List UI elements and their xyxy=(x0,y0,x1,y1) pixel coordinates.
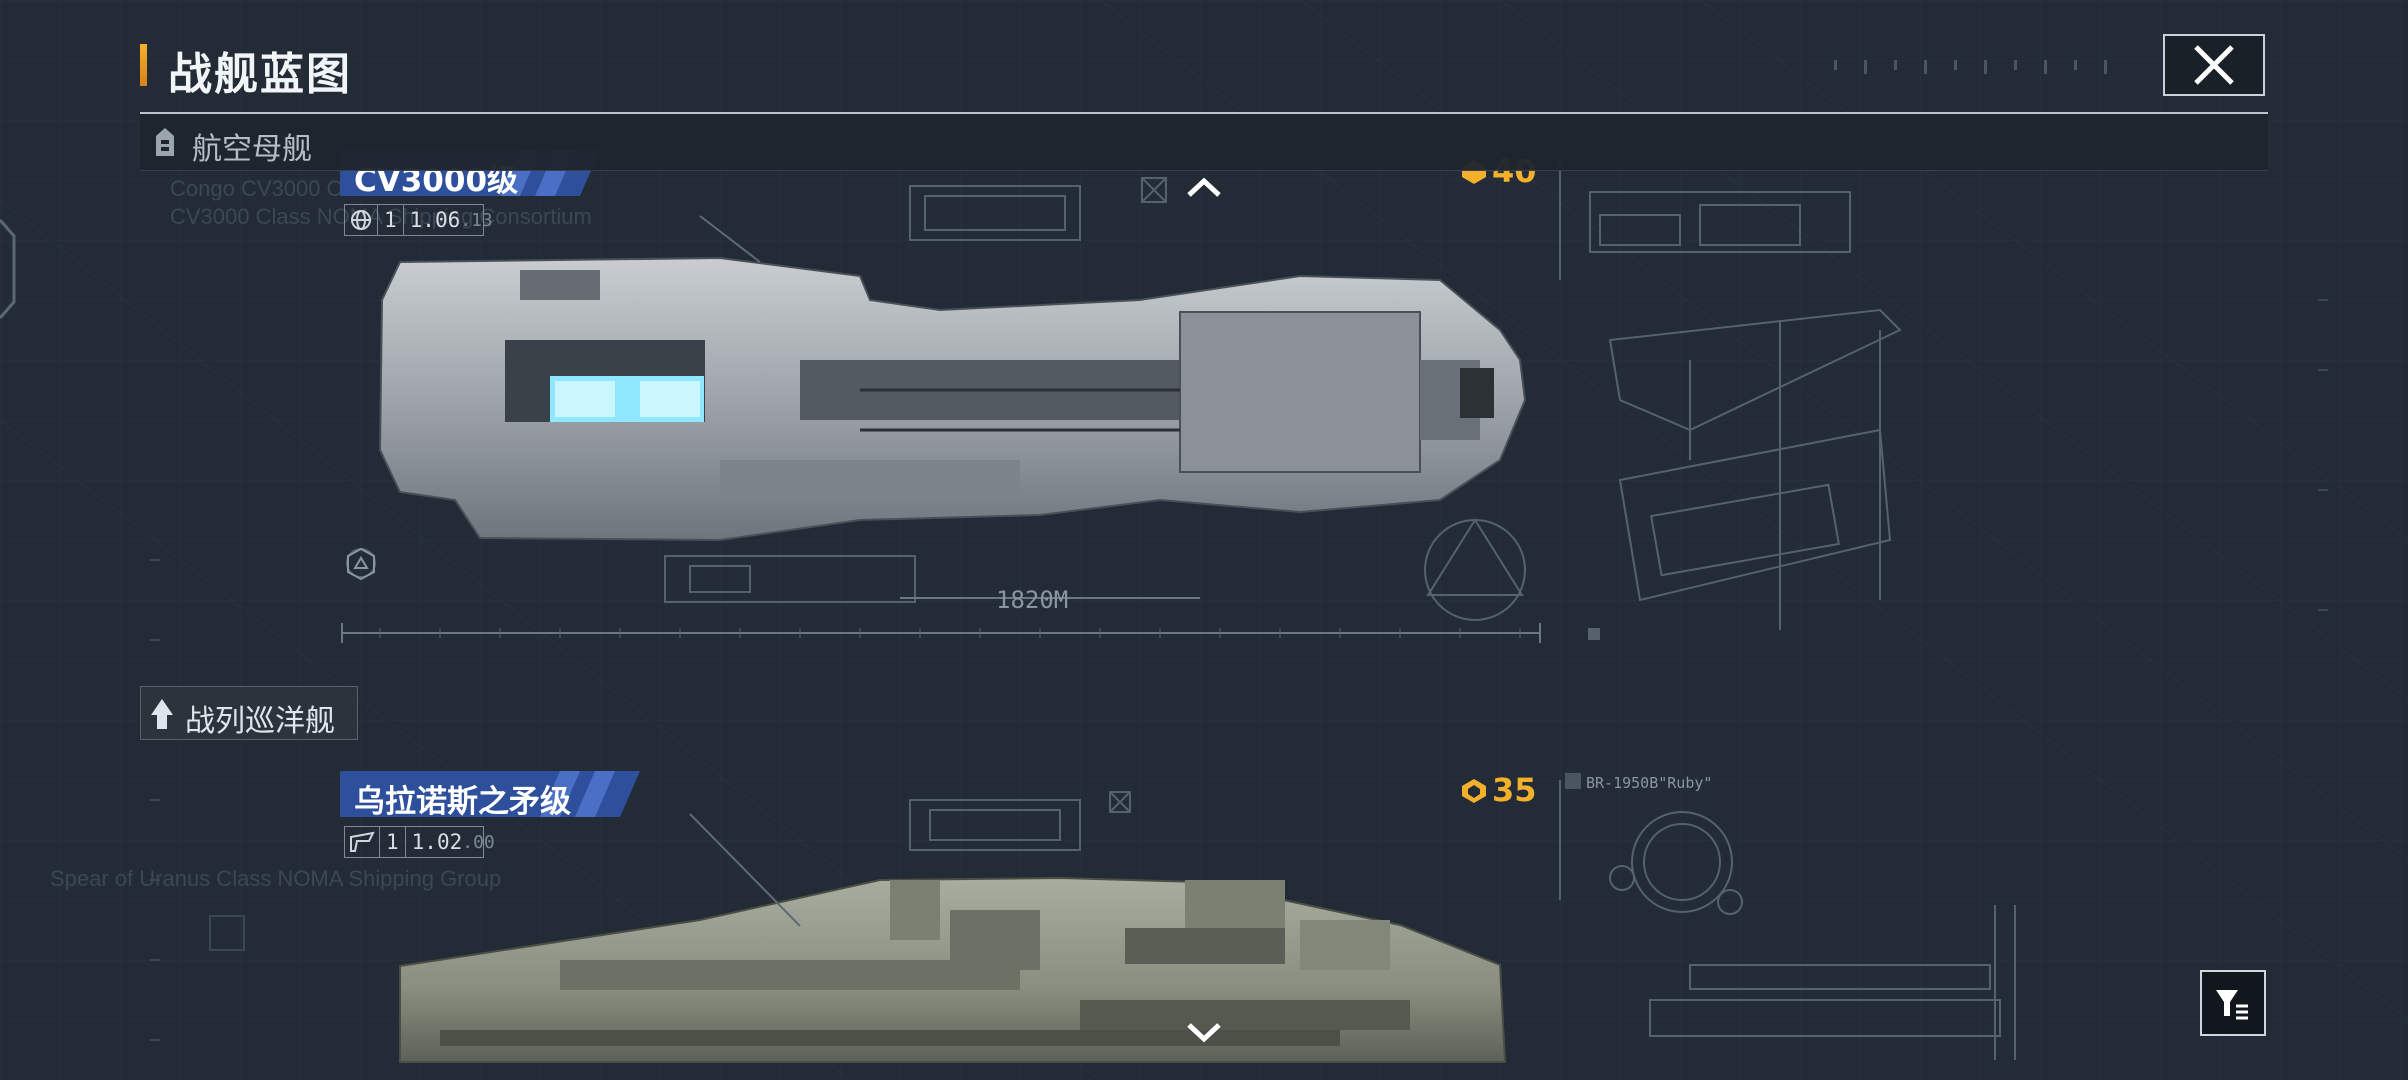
ship-name-banner[interactable]: 乌拉诺斯之矛级 xyxy=(340,771,640,820)
chevron-down-icon xyxy=(1187,1023,1221,1043)
hexagon-marker-icon xyxy=(346,547,376,585)
scroll-down-button[interactable] xyxy=(1186,1022,1222,1049)
section-label: 战列巡洋舰 xyxy=(185,704,335,739)
sticky-category-bar[interactable]: 航空母舰 xyxy=(140,114,2268,171)
ship-cost: 35 xyxy=(1492,771,1537,809)
ship-model-code: BR-1950B"Ruby" xyxy=(1586,774,1713,792)
close-icon xyxy=(2194,45,2234,85)
scroll-up-button[interactable] xyxy=(1186,176,1222,203)
ghost-text: CV3000 Class NOMA Shipping Consortium xyxy=(170,204,592,229)
carrier-class-icon xyxy=(152,126,178,163)
version-number: 1.06 . 13 xyxy=(402,205,499,235)
version-minor: 13 xyxy=(471,209,493,231)
ghost-text: Spear of Uranus Class NOMA Shipping Grou… xyxy=(50,866,502,891)
version-major: 1.06 xyxy=(409,208,461,232)
chevron-up-icon xyxy=(1187,177,1221,197)
version-major: 1.02 xyxy=(411,830,463,854)
version-count: 1 xyxy=(379,827,405,857)
faction-emblem-icon xyxy=(345,831,379,853)
close-button[interactable] xyxy=(2163,34,2265,96)
version-number: 1.02 . 00 xyxy=(404,827,501,857)
sticky-category-label: 航空母舰 xyxy=(192,132,312,167)
section-battlecruiser[interactable]: 战列巡洋舰 xyxy=(140,686,358,740)
header-divider xyxy=(140,112,2268,114)
ship-length-label: 1820M xyxy=(996,586,1069,614)
version-box: 1 1.02 . 00 xyxy=(344,826,495,858)
filter-button[interactable] xyxy=(2200,970,2266,1036)
version-box: 1 1.06 . 13 xyxy=(344,204,493,236)
banner-background xyxy=(340,771,640,817)
filter-icon xyxy=(2216,990,2248,1020)
version-minor: 00 xyxy=(473,831,495,853)
version-count: 1 xyxy=(377,205,403,235)
page-title: 战舰蓝图 xyxy=(168,49,352,100)
ship-name: 乌拉诺斯之矛级 xyxy=(354,784,571,820)
title-accent-bar xyxy=(140,44,147,86)
cost-icon xyxy=(1460,777,1488,810)
globe-icon xyxy=(345,208,377,232)
battlecruiser-class-icon xyxy=(149,697,175,736)
